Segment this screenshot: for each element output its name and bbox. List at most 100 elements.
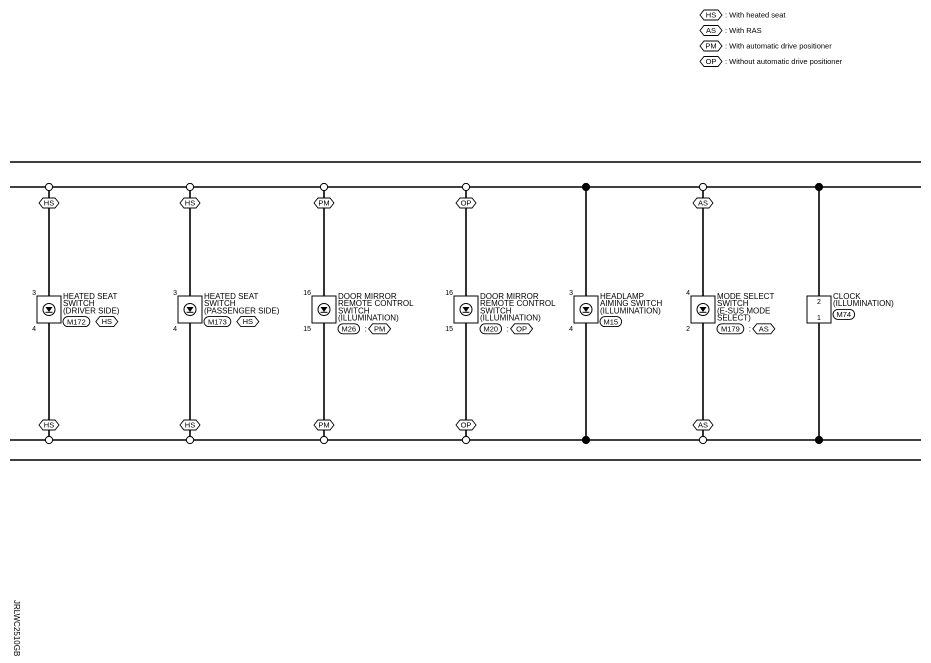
pin-top: 16 bbox=[445, 290, 453, 297]
option-tag-text: OP bbox=[461, 421, 472, 430]
option-separator: : bbox=[365, 325, 367, 334]
option-tag-text: HS bbox=[185, 199, 195, 208]
bottom-junction bbox=[44, 435, 54, 445]
connector-pill-shape bbox=[599, 316, 623, 328]
connector-code-text: M26 bbox=[342, 325, 357, 334]
component-name-line: (ILLUMINATION) bbox=[833, 299, 894, 308]
legend-tag-op: OP bbox=[699, 56, 723, 67]
bottom-option-tag: HS bbox=[38, 419, 60, 431]
option-tag-shape bbox=[368, 323, 392, 335]
option-tag-text: PM bbox=[318, 199, 329, 208]
connector-code-text: M20 bbox=[484, 325, 499, 334]
diode-arrow-icon bbox=[462, 307, 470, 312]
figure-id: JRLWC2510GB bbox=[12, 600, 21, 656]
component-name-line: (E-SUS MODE bbox=[717, 306, 770, 315]
option-tag-text: PM bbox=[705, 42, 716, 51]
option-tag-shape bbox=[699, 40, 723, 52]
pin-top: 3 bbox=[569, 290, 573, 297]
component-name-line: (ILLUMINATION) bbox=[338, 314, 399, 323]
legend-text: : With automatic drive positioner bbox=[725, 42, 832, 51]
top-option-tag: PM bbox=[313, 197, 335, 209]
top-option-tag: HS bbox=[38, 197, 60, 209]
option-tag-text: HS bbox=[102, 317, 112, 326]
pin-bottom: 15 bbox=[303, 326, 311, 333]
component-name-line: (PASSENGER SIDE) bbox=[204, 306, 280, 315]
option-tag-text: HS bbox=[185, 421, 195, 430]
bottom-option-tag: HS bbox=[179, 419, 201, 431]
component-name-line: HEADLAMP bbox=[600, 292, 644, 301]
bottom-option-tag: AS bbox=[692, 419, 714, 431]
option-tag-text: AS bbox=[706, 26, 716, 35]
pin-bottom: 4 bbox=[32, 326, 36, 333]
bottom-junction bbox=[461, 435, 471, 445]
option-tag-shape bbox=[692, 197, 714, 209]
component-name-line: REMOTE CONTROL bbox=[338, 299, 414, 308]
component-name-line: DOOR MIRROR bbox=[480, 292, 539, 301]
bottom-junction bbox=[814, 435, 824, 445]
option-tag-text: HS bbox=[44, 421, 54, 430]
option-tag-shape bbox=[313, 419, 335, 431]
option-separator: : bbox=[749, 325, 751, 334]
diode-arrow-icon bbox=[320, 307, 328, 312]
option-separator: : bbox=[507, 325, 509, 334]
top-option-tag: HS bbox=[179, 197, 201, 209]
diode-arrow-icon bbox=[699, 307, 707, 312]
pin-bottom: 1 bbox=[817, 315, 821, 322]
pin-bottom: 4 bbox=[569, 326, 573, 333]
component-name-line: SWITCH bbox=[338, 306, 370, 315]
component-name-line: HEATED SEAT bbox=[204, 292, 258, 301]
option-tag-shape bbox=[179, 419, 201, 431]
top-junction bbox=[814, 182, 824, 192]
legend-tag-as: AS bbox=[699, 25, 723, 36]
component-option-tag: PM bbox=[368, 323, 392, 335]
option-tag-shape bbox=[38, 197, 60, 209]
option-tag-shape bbox=[752, 323, 776, 335]
option-tag-shape bbox=[236, 316, 260, 328]
legend-text: : With heated seat bbox=[725, 11, 786, 20]
option-tag-shape bbox=[95, 316, 119, 328]
component-option-tag: AS bbox=[752, 323, 776, 335]
component-name-line: MODE SELECT bbox=[717, 292, 774, 301]
option-tag-shape bbox=[313, 197, 335, 209]
top-junction bbox=[44, 182, 54, 192]
pin-top: 4 bbox=[686, 290, 690, 297]
pin-top: 3 bbox=[32, 290, 36, 297]
pin-bottom: 4 bbox=[173, 326, 177, 333]
connector-pill-shape bbox=[203, 316, 232, 328]
component-name-line: (ILLUMINATION) bbox=[480, 314, 541, 323]
option-tag-text: PM bbox=[374, 324, 385, 333]
bottom-junction bbox=[698, 435, 708, 445]
option-tag-text: AS bbox=[698, 421, 708, 430]
option-tag-text: HS bbox=[44, 199, 54, 208]
option-tag-shape bbox=[179, 197, 201, 209]
connector-code: M179 bbox=[716, 323, 745, 335]
top-junction bbox=[581, 182, 591, 192]
top-junction bbox=[185, 182, 195, 192]
connector-pill-shape bbox=[62, 316, 91, 328]
connector-code-text: M15 bbox=[604, 317, 619, 326]
connector-code-text: M172 bbox=[67, 317, 86, 326]
connector-pill-shape bbox=[832, 308, 856, 320]
connector-code-text: M173 bbox=[208, 317, 227, 326]
component-option-tag: HS bbox=[236, 316, 260, 328]
component-name-line: SWITCH bbox=[717, 299, 749, 308]
option-tag-shape bbox=[699, 56, 723, 67]
option-tag-text: HS bbox=[706, 11, 716, 20]
component-option-tag: HS bbox=[95, 316, 119, 328]
bottom-junction bbox=[581, 435, 591, 445]
option-tag-text: AS bbox=[698, 199, 708, 208]
top-junction bbox=[698, 182, 708, 192]
option-tag-text: OP bbox=[516, 324, 527, 333]
option-tag-text: AS bbox=[759, 324, 769, 333]
connector-code-text: M74 bbox=[837, 310, 852, 319]
component-name-line: CLOCK bbox=[833, 292, 861, 301]
top-junction bbox=[319, 182, 329, 192]
option-tag-text: PM bbox=[318, 421, 329, 430]
